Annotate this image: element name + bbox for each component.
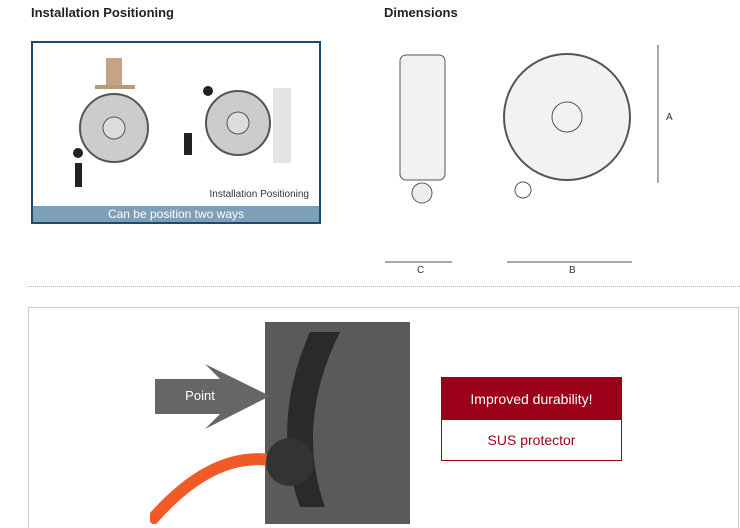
section-divider: [28, 286, 740, 287]
installation-caption: Can be position two ways: [33, 206, 319, 222]
dimension-b-label: B: [569, 265, 576, 276]
feature-callout: Improved durability! SUS protector: [441, 377, 622, 461]
point-label: Point: [185, 388, 215, 403]
feature-subtitle: SUS protector: [487, 432, 576, 448]
dimensions-drawing: C B A: [385, 45, 673, 276]
reel-installation-illustration: [73, 58, 291, 187]
installation-image-box: Installation Positioning Can be position…: [31, 41, 321, 224]
sus-protector-photo: [150, 322, 410, 524]
point-arrow-icon: [155, 364, 270, 429]
installation-heading: Installation Positioning: [31, 5, 174, 20]
dimensions-heading: Dimensions: [384, 5, 458, 20]
feature-title: Improved durability!: [442, 378, 621, 420]
dimension-c-label: C: [417, 265, 424, 276]
installation-image-label: Installation Positioning: [209, 189, 309, 200]
dimension-a-label: A: [666, 112, 673, 123]
